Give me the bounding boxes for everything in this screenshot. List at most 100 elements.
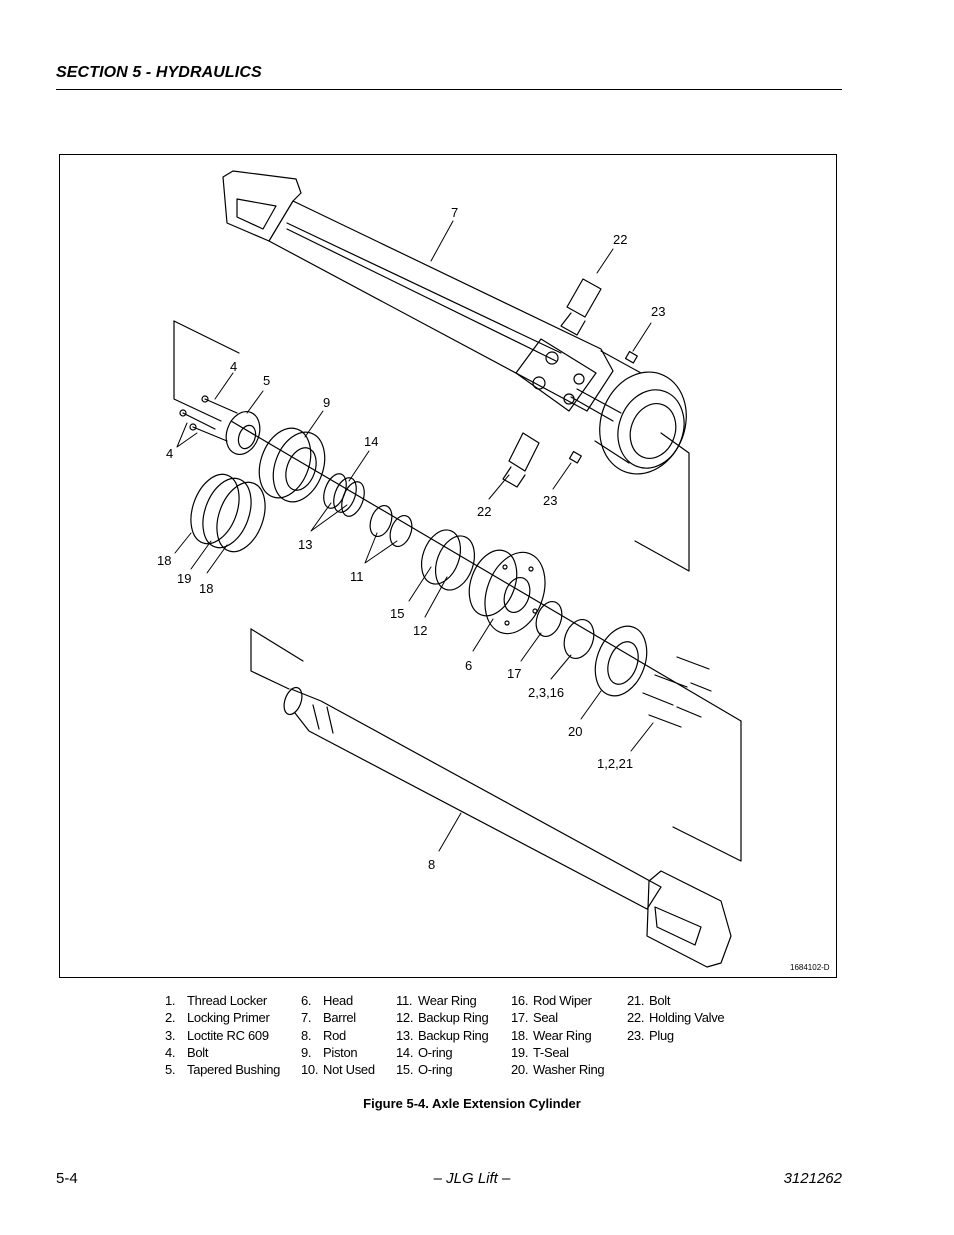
legend-item-label: Barrel: [323, 1010, 356, 1026]
legend-item-label: Backup Ring: [418, 1027, 489, 1043]
callout-18-left: 18: [157, 553, 171, 568]
figure-caption: Figure 5-4. Axle Extension Cylinder: [0, 1096, 954, 1111]
callout-17: 17: [507, 666, 521, 681]
legend-item: 23.Plug: [627, 1027, 724, 1044]
callout-1-2-21: 1,2,21: [597, 756, 633, 771]
callout-15: 15: [390, 606, 404, 621]
header-rule: [56, 89, 842, 90]
figure-frame: 7 22 23 4 5 9 14 4 23 22 13 18 19 18 11 …: [59, 154, 837, 978]
figure-caption-text: Figure 5-4. Axle Extension Cylinder: [363, 1096, 581, 1111]
plug-lower: [568, 450, 582, 464]
drawing-number: 1684102-D: [790, 963, 830, 972]
legend-item-label: Washer Ring: [533, 1062, 605, 1078]
head-bolt-group: [642, 656, 712, 728]
callout-13: 13: [298, 537, 312, 552]
legend-item-label: Wear Ring: [418, 993, 477, 1008]
callout-23-lower: 23: [543, 493, 557, 508]
piston-part: [258, 427, 326, 503]
legend-item-label: Bolt: [187, 1044, 209, 1060]
legend-item-label: Not Used: [323, 1062, 375, 1078]
legend-item-label: O-ring: [418, 1044, 453, 1060]
legend-item-label: Locking Primer: [187, 1010, 270, 1026]
legend-item: 19.T-Seal: [511, 1044, 604, 1061]
callout-2-3-16: 2,3,16: [528, 685, 564, 700]
legend-item-number: 7.: [301, 1010, 312, 1026]
legend-item: 18.Wear Ring: [511, 1027, 604, 1044]
legend-item: 9.Piston: [301, 1044, 375, 1061]
legend-item-number: 8.: [301, 1027, 312, 1043]
oring-backup-ring: [420, 529, 476, 591]
rod-wiper-ring: [563, 619, 595, 659]
legend-item: 8. Rod: [301, 1027, 375, 1044]
footer-center-text: – JLG Lift –: [0, 1170, 954, 1187]
legend-item: 16.Rod Wiper: [511, 992, 604, 1009]
legend-item: 2. Locking Primer: [165, 1009, 280, 1026]
legend-item-number: 5.: [165, 1062, 176, 1078]
legend-item-label: Holding Valve: [649, 1010, 725, 1026]
legend-item: 15.O-ring: [396, 1061, 488, 1078]
plug-upper: [624, 350, 638, 364]
callout-8: 8: [428, 857, 435, 872]
legend-item-number: 19.: [511, 1044, 529, 1060]
footer-doc-number: 3121262: [783, 1170, 842, 1187]
callout-22-lower: 22: [477, 504, 491, 519]
legend-item: 7. Barrel: [301, 1009, 375, 1026]
legend-item-label: Plug: [649, 1027, 674, 1043]
legend-item: 17.Seal: [511, 1009, 604, 1026]
tapered-bushing-part: [225, 411, 261, 455]
callout-6: 6: [465, 658, 472, 673]
legend-item-label: Tapered Bushing: [187, 1062, 281, 1078]
wear-ring-seal-stack: [190, 473, 266, 553]
legend-item-number: 10.: [301, 1062, 319, 1078]
legend-item-label: Wear Ring: [533, 1027, 592, 1043]
legend-item-number: 17.: [511, 1010, 529, 1026]
legend-item: 6.Head: [301, 992, 375, 1009]
rod-part: [283, 686, 732, 968]
legend-item-number: 16.: [511, 993, 529, 1008]
legend-item-number: 2.: [165, 1010, 176, 1026]
legend-item-number: 6.: [301, 993, 312, 1008]
legend-item-number: 15.: [396, 1062, 414, 1078]
callout-22-upper: 22: [613, 232, 627, 247]
legend-item: 22.Holding Valve: [627, 1009, 725, 1026]
legend-item-number: 9.: [301, 1044, 312, 1060]
legend-item: 14.O-ring: [396, 1044, 488, 1061]
legend-item-number: 13.: [396, 1027, 414, 1043]
callout-14: 14: [364, 434, 378, 449]
legend-item: 20.Washer Ring: [511, 1061, 605, 1078]
legend-item-label: Loctite RC 609: [187, 1027, 269, 1043]
callout-19: 19: [177, 571, 191, 586]
legend-item-number: 12.: [396, 1010, 414, 1026]
legend-item: 10.Not Used: [301, 1061, 375, 1078]
leader-lines: [174, 220, 654, 852]
legend-item-number: 14.: [396, 1044, 414, 1060]
legend-item: 11. Wear Ring: [396, 992, 488, 1009]
legend-item-label: Bolt: [649, 993, 671, 1008]
callout-11: 11: [350, 569, 364, 584]
section-title: SECTION 5 - HYDRAULICS: [56, 64, 262, 81]
legend-item: 5. Tapered Bushing: [165, 1061, 280, 1078]
legend-item: 12.Backup Ring: [396, 1009, 489, 1026]
callout-9: 9: [323, 395, 330, 410]
legend-item-number: 4.: [165, 1044, 176, 1060]
seal-ring: [535, 600, 563, 638]
legend-item: 1.Thread Locker: [165, 992, 280, 1009]
footer-center-label: – JLG Lift –: [433, 1170, 511, 1187]
barrel-part: [222, 170, 687, 475]
legend-item-number: 23.: [627, 1027, 645, 1043]
callout-12: 12: [413, 623, 427, 638]
holding-valve-lower: [502, 432, 540, 488]
legend-item-number: 1.: [165, 993, 176, 1008]
legend-item-number: 11.: [396, 993, 413, 1008]
callout-5: 5: [263, 373, 270, 388]
legend-item-label: Backup Ring: [418, 1010, 489, 1026]
legend-item-label: Rod: [323, 1027, 346, 1043]
legend-item: 3.Loctite RC 609: [165, 1027, 280, 1044]
legend-item-label: T-Seal: [533, 1044, 569, 1060]
